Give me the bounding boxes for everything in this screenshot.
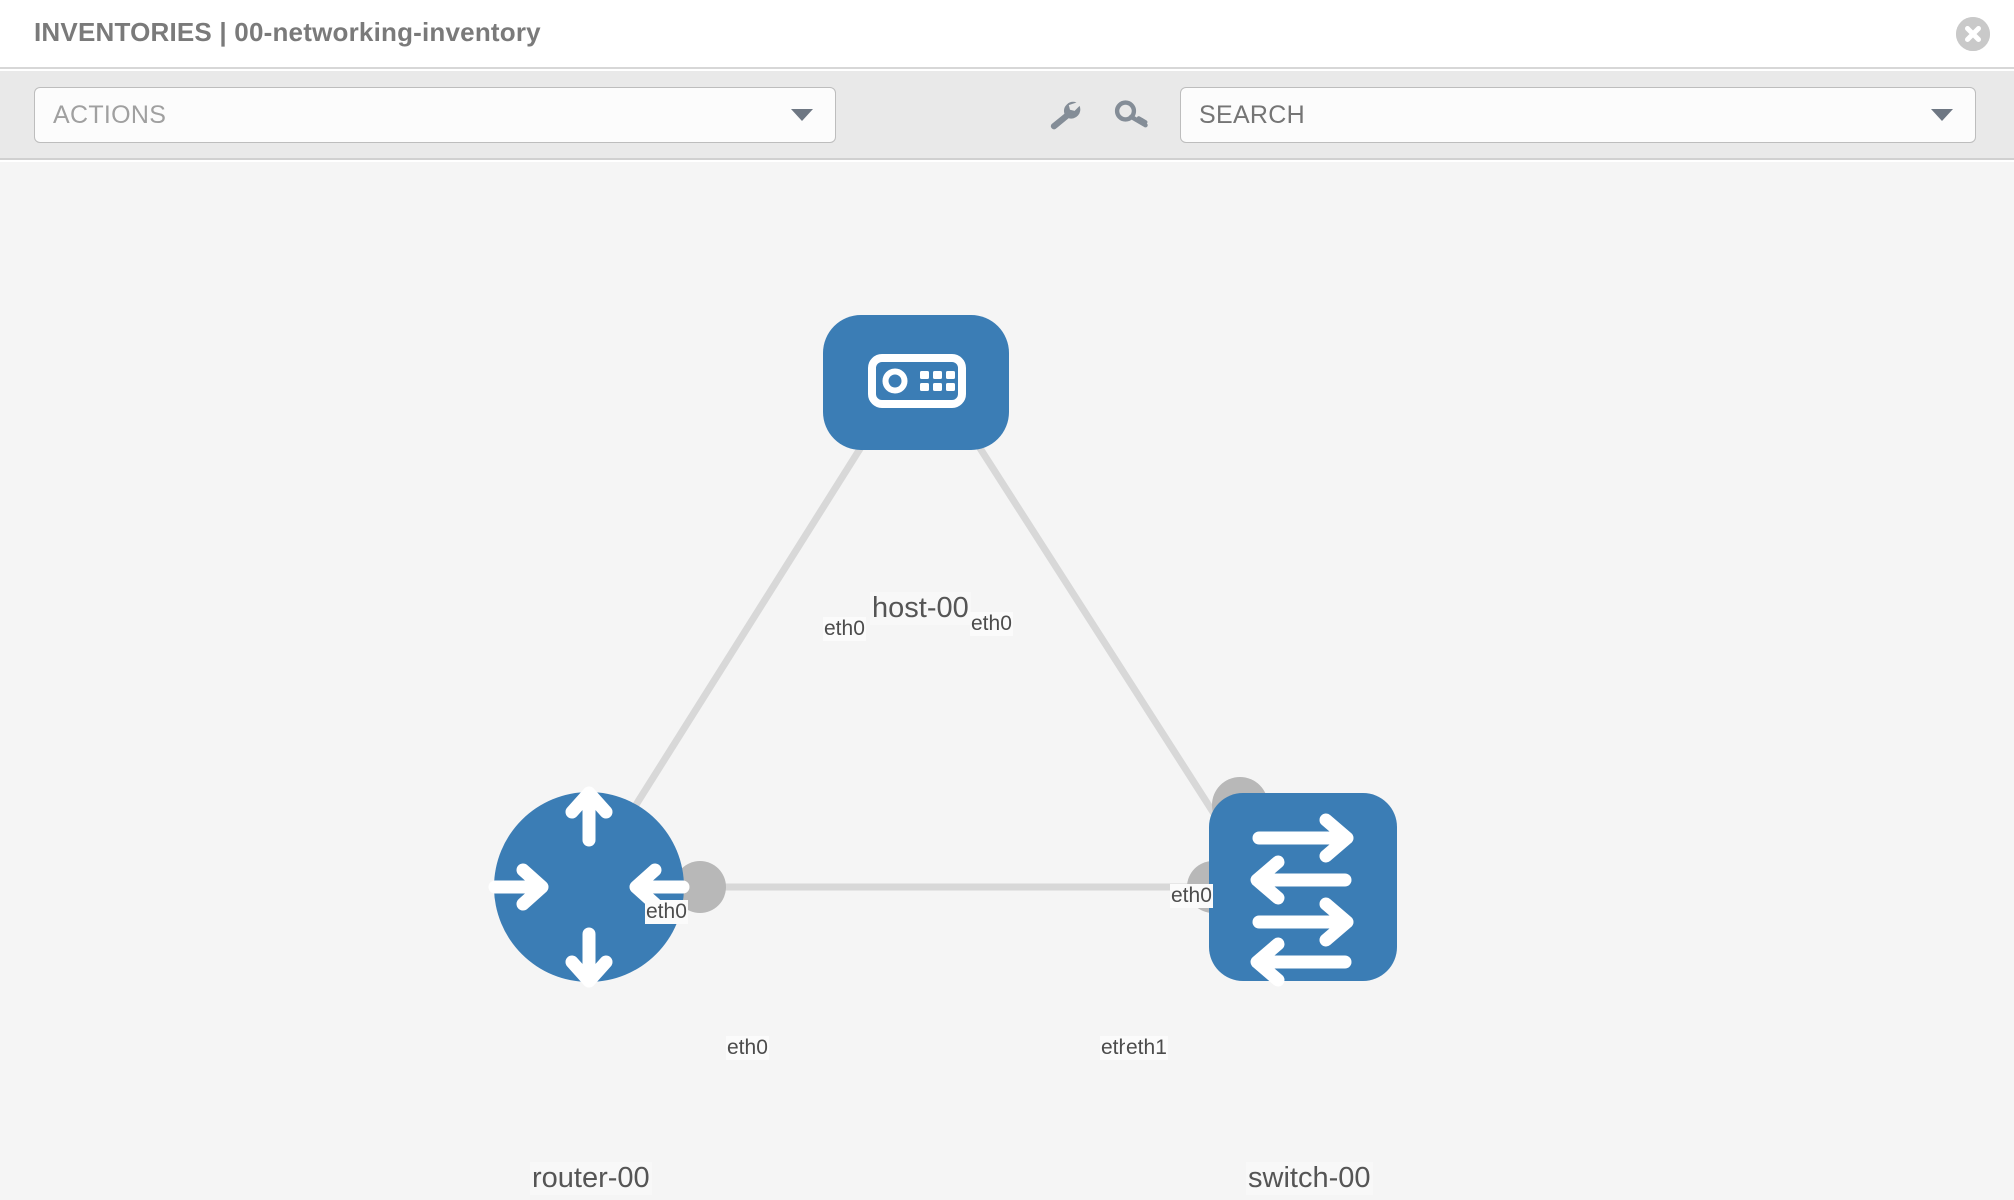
actions-dropdown-label: ACTIONS: [53, 100, 167, 129]
iface-label: eth0: [1170, 884, 1213, 908]
node-host-00[interactable]: [823, 315, 1009, 450]
link-host-router: [597, 415, 883, 864]
connector-group: [674, 405, 1268, 913]
server-icon: [868, 354, 966, 408]
search-dropdown[interactable]: [1180, 87, 1976, 143]
toolbar: ACTIONS: [0, 71, 2014, 160]
key-icon[interactable]: [1114, 99, 1150, 133]
node-label-switch-00: switch-00: [1246, 1162, 1373, 1195]
node-switch-00[interactable]: [1209, 793, 1397, 987]
iface-label: eth1: [1125, 1036, 1168, 1060]
iface-label: eth0: [970, 612, 1013, 636]
iface-label: eth0: [823, 617, 866, 641]
iface-label: eth0: [645, 900, 688, 924]
wrench-icon[interactable]: [1046, 99, 1082, 133]
switch-icon: [1250, 813, 1354, 987]
link-group: [597, 415, 1250, 891]
iface-label: eth0: [726, 1036, 769, 1060]
node-router-00[interactable]: [488, 786, 690, 988]
topology-canvas[interactable]: host-00 router-00 switch-00 eth0 eth0 et…: [0, 162, 2014, 1200]
page-header: INVENTORIES | 00-networking-inventory: [0, 0, 2014, 69]
node-label-host-00: host-00: [870, 592, 971, 625]
node-label-router-00: router-00: [530, 1162, 652, 1195]
actions-dropdown[interactable]: ACTIONS: [34, 87, 836, 143]
close-icon[interactable]: [1956, 17, 1990, 51]
chevron-down-icon: [791, 109, 813, 121]
topology-graph: [488, 315, 1397, 988]
link-host-switch: [957, 415, 1248, 864]
search-input[interactable]: [1181, 99, 1931, 131]
router-icon: [488, 786, 690, 988]
page-title: INVENTORIES | 00-networking-inventory: [34, 17, 541, 47]
chevron-down-icon: [1931, 109, 1953, 121]
